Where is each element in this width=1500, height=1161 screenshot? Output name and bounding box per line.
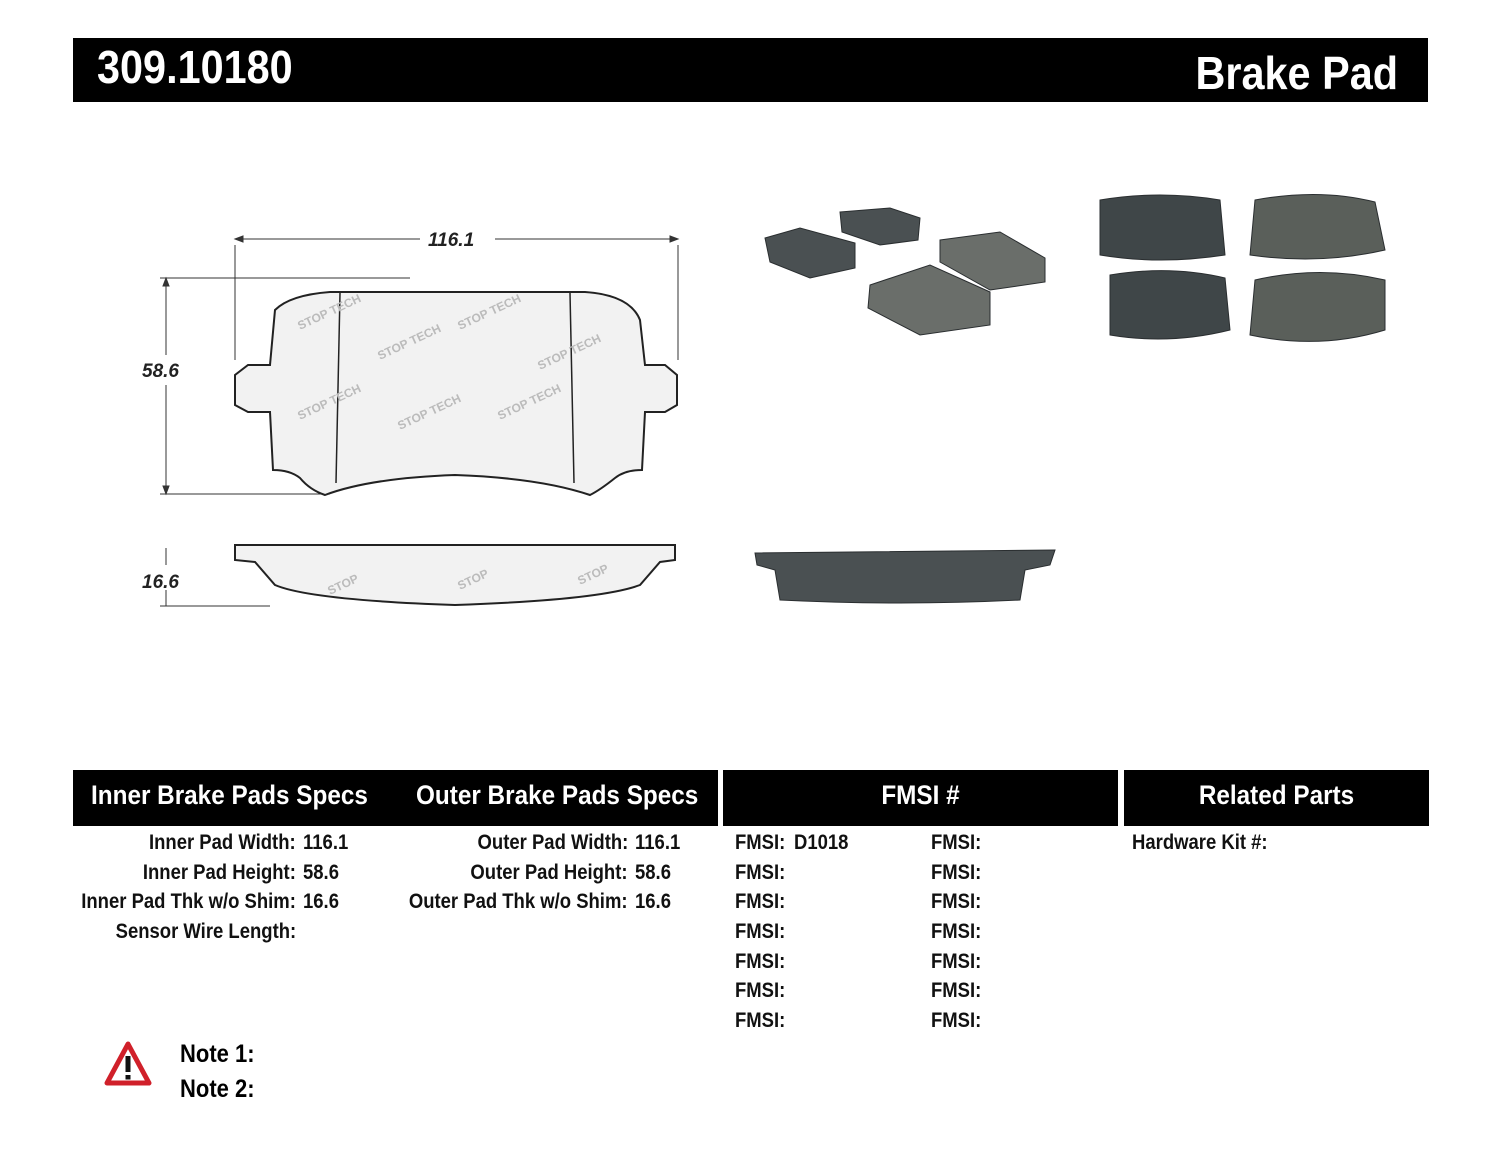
fmsi-header-bar: FMSI #	[723, 770, 1118, 826]
pad-outline	[234, 291, 678, 607]
fmsi-label: FMSI:	[931, 1009, 982, 1032]
fmsi-label: FMSI:	[735, 979, 786, 1002]
technical-drawing: STOP TECH STOP TECH STOP TECH STOP TECH …	[142, 194, 1386, 607]
inner-width-label: Inner Pad Width:	[149, 831, 296, 854]
outer-height-label: Outer Pad Height:	[470, 861, 628, 884]
inner-width-value: 116.1	[303, 831, 349, 854]
specs-header-bar: Inner Brake Pads Specs Outer Brake Pads …	[73, 770, 718, 826]
inner-specs-header: Inner Brake Pads Specs	[91, 780, 368, 810]
fmsi-label: FMSI:	[735, 920, 786, 943]
fmsi-label: FMSI:	[735, 861, 786, 884]
fmsi-label: FMSI:	[735, 831, 786, 854]
note-2: Note 2:	[180, 1075, 255, 1103]
fmsi-label: FMSI:	[931, 861, 982, 884]
outer-width-label: Outer Pad Width:	[477, 831, 628, 854]
fmsi-label: FMSI:	[931, 831, 982, 854]
note-1: Note 1:	[180, 1040, 255, 1068]
fmsi-label: FMSI:	[735, 890, 786, 913]
inner-thickness-value: 16.6	[303, 890, 339, 913]
outer-thickness-value: 16.6	[635, 890, 671, 913]
height-dimension: 58.6	[142, 361, 179, 382]
related-header-bar: Related Parts	[1124, 770, 1429, 826]
fmsi-label: FMSI:	[931, 950, 982, 973]
thickness-dimension: 16.6	[142, 572, 179, 593]
inner-height-label: Inner Pad Height:	[143, 861, 296, 884]
width-dimension: 116.1	[428, 230, 474, 251]
fmsi-value: D1018	[794, 831, 849, 854]
fmsi-header: FMSI #	[881, 780, 960, 810]
header-bar: 309.10180 Brake Pad	[73, 38, 1428, 102]
related-parts-header: Related Parts	[1198, 780, 1355, 810]
warning-triangle-icon	[104, 1041, 152, 1086]
outer-height-value: 58.6	[635, 861, 671, 884]
pad-photo-set	[754, 194, 1386, 604]
part-number: 309.10180	[97, 41, 293, 93]
sensor-wire-label: Sensor Wire Length:	[115, 920, 296, 943]
outer-thickness-label: Outer Pad Thk w/o Shim:	[409, 890, 628, 913]
fmsi-label: FMSI:	[931, 890, 982, 913]
inner-height-value: 58.6	[303, 861, 339, 884]
product-type: Brake Pad	[1195, 47, 1398, 99]
outer-specs-header: Outer Brake Pads Specs	[416, 780, 699, 810]
fmsi-label: FMSI:	[931, 920, 982, 943]
fmsi-label: FMSI:	[735, 1009, 786, 1032]
fmsi-label: FMSI:	[931, 979, 982, 1002]
fmsi-label: FMSI:	[735, 950, 786, 973]
inner-thickness-label: Inner Pad Thk w/o Shim:	[81, 890, 296, 913]
outer-width-value: 116.1	[635, 831, 681, 854]
hardware-kit-label: Hardware Kit #:	[1132, 831, 1268, 854]
